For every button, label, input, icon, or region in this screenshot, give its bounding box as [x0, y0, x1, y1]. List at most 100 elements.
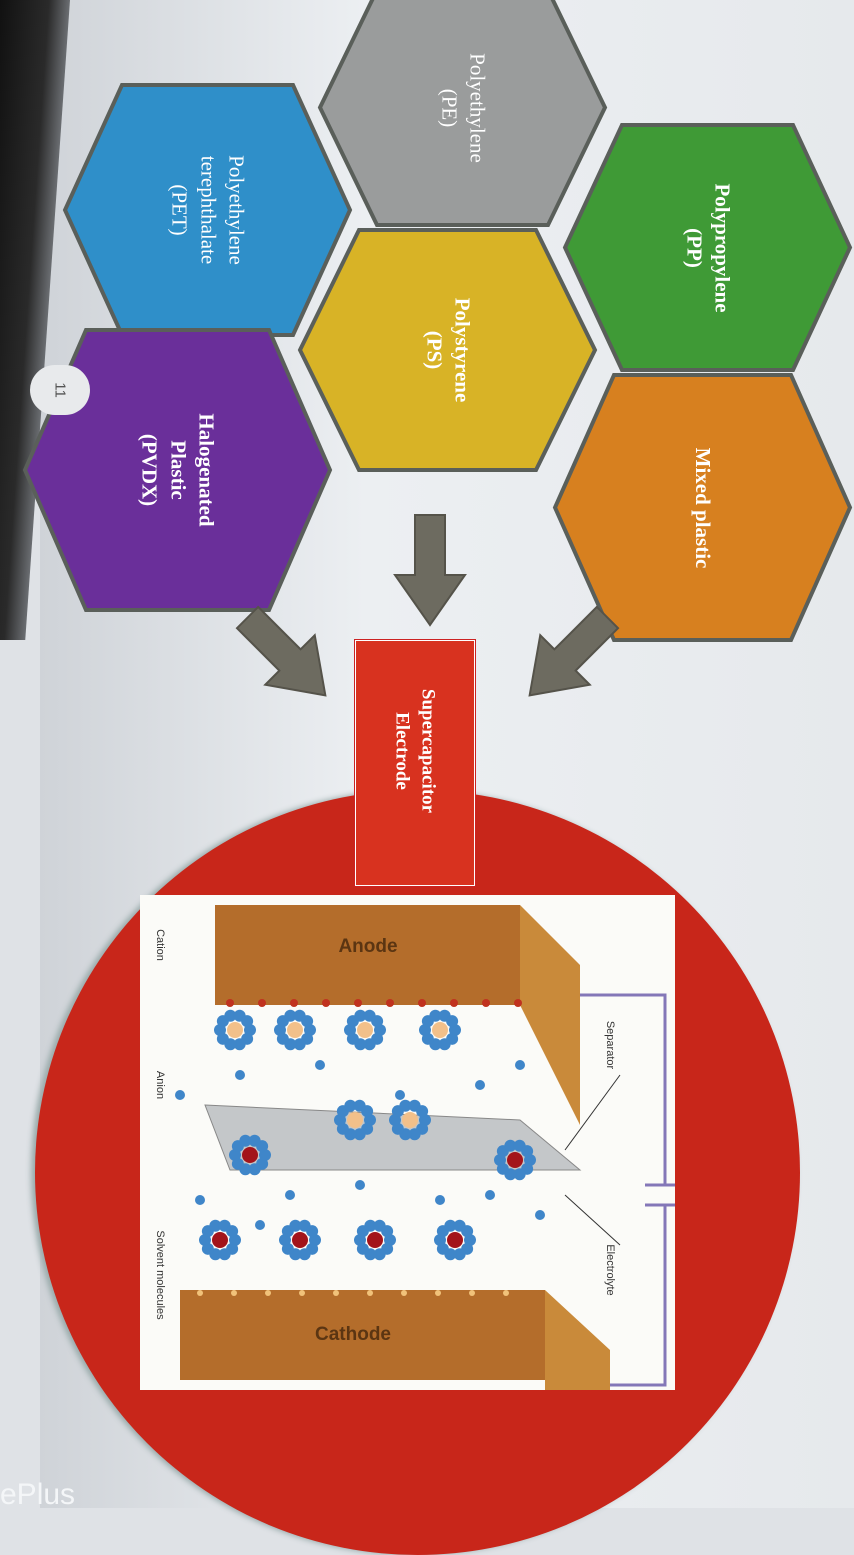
solvent-molecule [504, 1139, 517, 1152]
hexagon-label-pet: Polyethylene terephthalate (PET) [167, 155, 249, 265]
cathode-label: Cathode [315, 1324, 391, 1345]
solvent-molecule [293, 1038, 306, 1051]
legend-anion: Anion [154, 1070, 166, 1100]
solvent-molecule [399, 1099, 412, 1112]
solvent-molecule [416, 1105, 429, 1118]
solvent-molecule [364, 1219, 377, 1232]
separator-label: Separator [604, 1020, 616, 1070]
solvated-ion [507, 1152, 523, 1168]
arrow-diagonal-icon [528, 605, 620, 697]
cathode-plate [180, 1290, 545, 1380]
anion-charge [197, 1290, 203, 1296]
solvated-ion [227, 1022, 243, 1038]
solvent-molecule [373, 1248, 386, 1261]
solvated-ion [347, 1112, 363, 1128]
solvent-molecule [241, 1015, 254, 1028]
legend-solvent: Solvent molecules [154, 1230, 166, 1320]
solvent-molecule [453, 1248, 466, 1261]
solvent-molecule [354, 1009, 367, 1022]
legend-cation: Cation [154, 929, 166, 961]
electrode-label: Supercapacitor Electrode [392, 688, 439, 813]
hexagon-mixed-plastic [552, 373, 853, 642]
hexagon-label-polystyrene: Polystyrene (PS) [421, 297, 474, 403]
separator-pointer [564, 1074, 621, 1151]
solvent-molecule [301, 1015, 314, 1028]
solvent-molecule [363, 1038, 376, 1051]
anode-plate [215, 905, 520, 1005]
solvent-molecule [315, 1060, 325, 1070]
solvent-molecule [446, 1015, 459, 1028]
anion-charge [333, 1290, 339, 1296]
anion-charge [435, 1290, 441, 1296]
cation-charge [226, 999, 234, 1007]
anion-charge [469, 1290, 475, 1296]
solvent-molecule [355, 1180, 365, 1190]
cation-charge [322, 999, 330, 1007]
page-number: 11 [51, 382, 69, 398]
solvent-molecule [513, 1168, 526, 1181]
solvent-molecule [438, 1038, 451, 1051]
solvated-ion [242, 1147, 258, 1163]
cation-charge [354, 999, 362, 1007]
solvent-molecule [239, 1134, 252, 1147]
cation-charge [386, 999, 394, 1007]
solvent-molecule [475, 1080, 485, 1090]
cation-charge [258, 999, 266, 1007]
solvent-molecule [226, 1225, 239, 1238]
solvated-ion [287, 1022, 303, 1038]
solvent-molecule [175, 1090, 185, 1100]
solvent-molecule [429, 1009, 442, 1022]
solvent-molecule [353, 1128, 366, 1141]
solvated-ion [402, 1112, 418, 1128]
hexagon-polyethylene [317, 0, 608, 227]
anion-charge [299, 1290, 305, 1296]
solvated-ion [447, 1232, 463, 1248]
arrow-down-icon [393, 514, 467, 627]
cation-charge [418, 999, 426, 1007]
cation-charge [482, 999, 490, 1007]
solvated-ion [292, 1232, 308, 1248]
solvent-molecule [255, 1220, 265, 1230]
solvent-molecule [344, 1099, 357, 1112]
hexagon-pet [62, 83, 353, 337]
supercapacitor-diagram: Anode Cathode Separator Electrolyte Cati… [140, 895, 675, 1390]
solvent-molecule [248, 1163, 261, 1176]
solvent-molecule [298, 1248, 311, 1261]
cation-charge [290, 999, 298, 1007]
plastic-hexagons [22, 0, 853, 642]
page-number-badge: 11 [30, 365, 90, 415]
hexagon-label-polyethylene: Polyethylene (PE) [436, 52, 489, 163]
solvated-ion [357, 1022, 373, 1038]
anode-label: Anode [338, 936, 398, 957]
solvent-molecule [444, 1219, 457, 1232]
solvent-molecule [435, 1195, 445, 1205]
hexagon-polystyrene [297, 228, 598, 472]
supercapacitor-illustration [175, 905, 675, 1390]
anion-charge [265, 1290, 271, 1296]
solvent-molecule [371, 1015, 384, 1028]
anion-charge [367, 1290, 373, 1296]
solvent-molecule [235, 1070, 245, 1080]
solvent-molecule [535, 1210, 545, 1220]
camera-watermark: ePlus [0, 1478, 76, 1511]
solvent-molecule [461, 1225, 474, 1238]
arrows [235, 514, 620, 697]
electrolyte-pointer [564, 1194, 621, 1246]
cation-charge [450, 999, 458, 1007]
electrolyte-label: Electrolyte [604, 1244, 616, 1296]
solvent-molecule [361, 1105, 374, 1118]
solvent-molecule [209, 1219, 222, 1232]
solvated-ion [212, 1232, 228, 1248]
solvent-molecule [395, 1090, 405, 1100]
circuit-wire [580, 993, 675, 1387]
solvent-molecule [218, 1248, 231, 1261]
solvent-molecule [521, 1145, 534, 1158]
anion-charge [503, 1290, 509, 1296]
supercapacitor-electrode-box: Supercapacitor Electrode [355, 640, 475, 886]
anion-charge [231, 1290, 237, 1296]
hexagon-halogenated-plastic [22, 328, 333, 612]
solvent-molecule [285, 1190, 295, 1200]
arrow-diagonal-icon [235, 605, 327, 697]
solvent-molecule [289, 1219, 302, 1232]
solvent-molecule [195, 1195, 205, 1205]
